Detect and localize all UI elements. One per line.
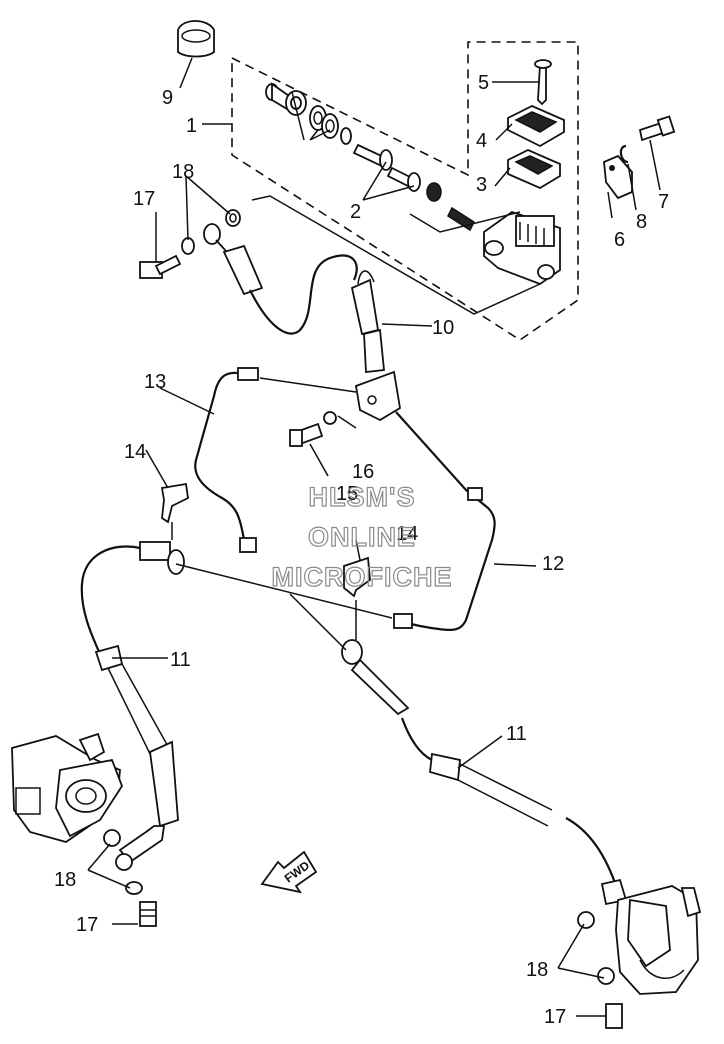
- callout-8: 8: [636, 211, 647, 233]
- callout-5: 5: [478, 72, 489, 94]
- joint-bolt-part: [289, 422, 324, 447]
- callout-14-left: 14: [124, 441, 146, 463]
- callout-14-center: 14: [396, 523, 418, 545]
- copper-washer-upper-a: [181, 237, 195, 255]
- callout-2: 2: [350, 201, 361, 223]
- copper-washer-left: [125, 881, 143, 895]
- copper-washer-right-b: [597, 967, 615, 985]
- callout-10: 10: [432, 317, 454, 339]
- callout-11-left: 11: [170, 649, 191, 671]
- assembly-dashed-boundary: [231, 41, 579, 341]
- copper-washer-right-a: [577, 911, 595, 929]
- union-bolt-right: [605, 1003, 623, 1029]
- joint-washer-part: [323, 411, 337, 425]
- union-bolt-upper: [139, 254, 182, 279]
- lever-boot-part: [177, 20, 215, 58]
- callout-17-upper: 17: [133, 188, 155, 210]
- callout-6: 6: [614, 229, 625, 251]
- brake-caliper-left: [11, 732, 124, 843]
- callout-labels: 9 1 2 3 4 5 6 7 8 10 17 18 13 14 16 15 1…: [54, 72, 669, 1028]
- callout-12: 12: [542, 553, 564, 575]
- callout-1: 1: [186, 115, 197, 137]
- leader-lines: [87, 57, 661, 1017]
- hose-clamp-center: [343, 556, 371, 598]
- callout-9: 9: [162, 87, 173, 109]
- callout-17-left: 17: [76, 914, 98, 936]
- master-cylinder-body: [483, 211, 561, 286]
- brake-caliper-right: [615, 885, 702, 995]
- callout-15: 15: [336, 483, 358, 505]
- callout-17-right: 17: [544, 1006, 566, 1028]
- forward-direction-arrow: FWD: [260, 850, 318, 894]
- brake-hose-right: [341, 639, 628, 906]
- holder-bracket-part: [603, 154, 633, 200]
- callout-13: 13: [144, 371, 166, 393]
- watermark-line-1: HLSM'S: [309, 482, 416, 512]
- piston-kit-part: [265, 82, 475, 232]
- holder-bolt-part: [638, 115, 676, 142]
- brake-pipe-left: [194, 367, 259, 553]
- callout-18-upper: 18: [172, 161, 194, 183]
- hose-clamp-left: [160, 482, 189, 524]
- master-cylinder-assembly-group: [231, 41, 579, 341]
- watermark: HLSM'S ONLINE MICROFICHE: [271, 481, 453, 592]
- washer-clip-part: [619, 144, 629, 164]
- callout-3: 3: [476, 174, 487, 196]
- callout-11-right: 11: [506, 723, 527, 745]
- cap-screw-part: [534, 59, 552, 106]
- brake-hose-left: [80, 541, 185, 871]
- reservoir-cap-part: [507, 105, 565, 148]
- brake-pipe-right: [393, 411, 496, 632]
- callout-16: 16: [352, 461, 374, 483]
- upper-brake-hose: [203, 223, 385, 373]
- diaphragm-part: [507, 149, 561, 190]
- callout-4: 4: [476, 130, 487, 152]
- callout-18-right: 18: [526, 959, 548, 981]
- union-bolt-left: [139, 901, 157, 927]
- watermark-line-3: MICROFICHE: [272, 562, 453, 592]
- brake-joint-part: [354, 370, 401, 422]
- watermark-line-2: ONLINE: [308, 522, 416, 552]
- callout-18-left: 18: [54, 869, 76, 891]
- callout-7: 7: [658, 191, 669, 213]
- bleed-screw-left: [103, 829, 121, 847]
